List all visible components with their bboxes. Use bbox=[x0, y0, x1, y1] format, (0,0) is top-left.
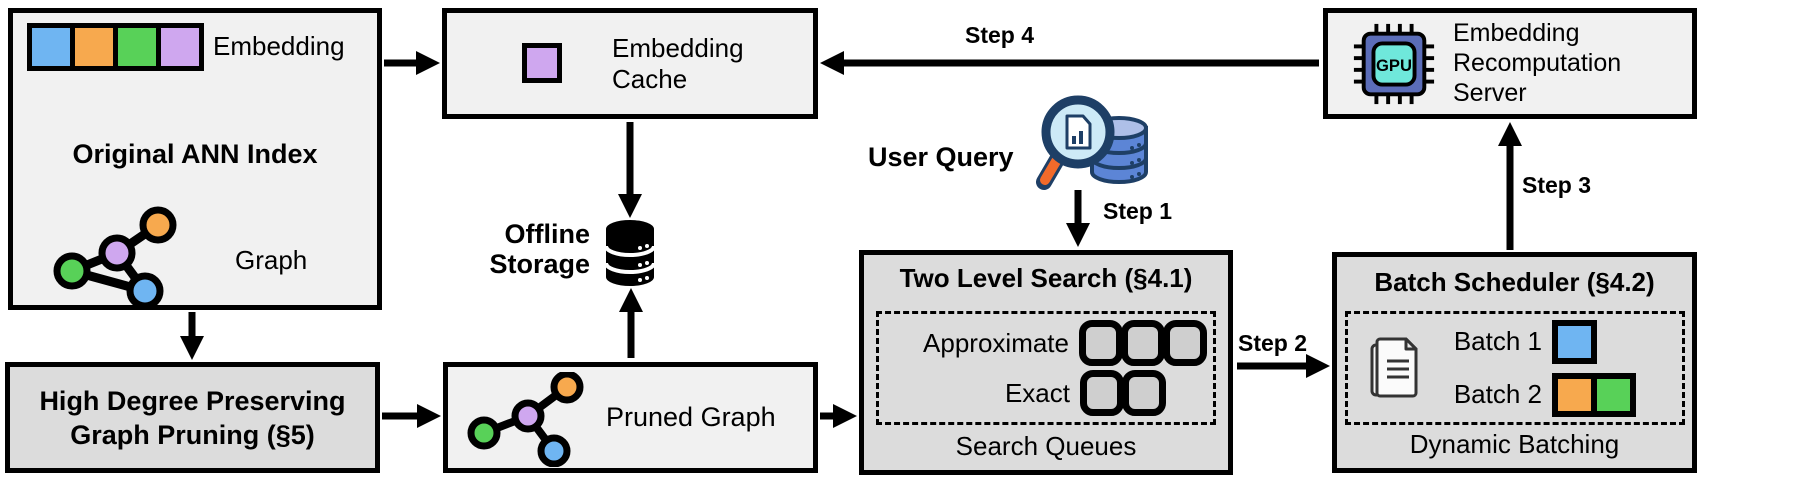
queue-slot-icon bbox=[1122, 370, 1166, 416]
server-line2: Recomputation bbox=[1453, 49, 1622, 77]
magnifier-handle bbox=[1040, 153, 1063, 185]
dynamic-batching-label: Dynamic Batching bbox=[1409, 429, 1620, 459]
graph-pruning-title: High Degree Preserving Graph Pruning (§5… bbox=[10, 367, 375, 468]
step2-label: Step 2 bbox=[1238, 330, 1308, 356]
graph-pruning-line1: High Degree Preserving bbox=[39, 385, 346, 416]
embedding-cache-line2: Cache bbox=[612, 63, 688, 94]
pruned-node-blue bbox=[537, 434, 571, 467]
two-level-search-box: Two Level Search (§4.1) Approximate Exac… bbox=[859, 250, 1233, 475]
arrow-server-to-cache bbox=[820, 51, 1319, 75]
ann-index-title: Original ANN Index bbox=[72, 139, 318, 169]
arrow-pruning-to-pruned bbox=[382, 404, 441, 428]
graph-pruning-box: High Degree Preserving Graph Pruning (§5… bbox=[5, 362, 380, 473]
batch-scheduler-box: Batch Scheduler (§4.2) Batch 1 Batch 2 bbox=[1332, 252, 1697, 473]
two-level-search-title: Two Level Search (§4.1) bbox=[899, 263, 1193, 293]
pruned-graph-label: Pruned Graph bbox=[606, 402, 776, 432]
step4-label: Step 4 bbox=[965, 22, 1035, 48]
document-chart-glyph bbox=[1065, 114, 1092, 150]
exact-label: Exact bbox=[1004, 377, 1070, 408]
approximate-queue-row: Approximate bbox=[885, 320, 1207, 366]
pruned-graph-box: Pruned Graph bbox=[443, 362, 818, 473]
batch-rows: Batch 1 Batch 2 bbox=[1434, 319, 1636, 417]
offline-storage-line1: Offline bbox=[504, 219, 591, 249]
batch2-items bbox=[1552, 372, 1636, 417]
embedding-cache-box: Embedding Cache bbox=[442, 8, 818, 119]
queue-slot-icon bbox=[1079, 320, 1123, 366]
user-query-label: User Query bbox=[868, 142, 1014, 172]
graph-node-green bbox=[53, 252, 91, 290]
exact-queue-row: Exact bbox=[885, 370, 1207, 416]
graph-icon bbox=[53, 206, 177, 310]
batch1-item-blue bbox=[1552, 319, 1597, 364]
arrow-ann-to-cache bbox=[384, 51, 440, 75]
embedding-cell-blue bbox=[32, 28, 70, 66]
offline-storage-label: Offline Storage bbox=[464, 219, 590, 279]
pruned-node-purple bbox=[511, 399, 545, 433]
batch-scheduler-title: Batch Scheduler (§4.2) bbox=[1374, 267, 1655, 297]
arrow-cache-to-storage bbox=[618, 122, 642, 218]
server-line1: Embedding bbox=[1453, 19, 1580, 47]
embedding-cell-orange bbox=[75, 28, 113, 66]
embedding-cell-purple bbox=[161, 28, 199, 66]
approximate-queue-icons bbox=[1079, 320, 1207, 366]
step1-label: Step 1 bbox=[1103, 198, 1173, 224]
batch1-row: Batch 1 bbox=[1434, 319, 1636, 364]
original-ann-index-box: Embedding Original ANN Index Graph bbox=[8, 8, 382, 310]
embedding-label: Embedding bbox=[213, 31, 345, 61]
arrow-query-to-search bbox=[1066, 190, 1090, 247]
queue-slot-icon bbox=[1121, 320, 1165, 366]
gpu-chip-icon: GPU bbox=[1353, 23, 1435, 105]
embedding-cache-title: Embedding Cache bbox=[612, 13, 744, 114]
graph-pruning-line2: Graph Pruning (§5) bbox=[70, 419, 315, 450]
search-queues-label: Search Queues bbox=[955, 431, 1137, 461]
graph-label: Graph bbox=[235, 245, 308, 275]
offline-storage-line2: Storage bbox=[489, 249, 590, 279]
graph-node-orange bbox=[139, 206, 177, 244]
graph-node-blue bbox=[126, 272, 164, 310]
batch1-label: Batch 1 bbox=[1453, 326, 1542, 356]
batch2-item-green bbox=[1591, 372, 1636, 417]
pruned-node-orange bbox=[550, 372, 584, 404]
documents-icon bbox=[1370, 337, 1418, 398]
embedding-cell-green bbox=[118, 28, 156, 66]
embedding-cache-line1: Embedding bbox=[612, 32, 744, 63]
search-queues-panel: Approximate Exact bbox=[876, 311, 1216, 425]
dynamic-batching-panel: Batch 1 Batch 2 bbox=[1345, 311, 1685, 425]
graph-node-purple bbox=[98, 234, 136, 272]
exact-queue-icons bbox=[1080, 370, 1166, 416]
queue-slot-icon bbox=[1080, 370, 1124, 416]
arrow-pruned-to-search bbox=[820, 404, 857, 428]
arrow-pruned-to-storage bbox=[619, 288, 643, 358]
batch2-row: Batch 2 bbox=[1434, 372, 1636, 417]
cached-embedding-icon bbox=[522, 43, 562, 83]
pruned-graph-icon bbox=[467, 372, 584, 467]
arrow-search-to-batch bbox=[1237, 354, 1330, 378]
batch2-label: Batch 2 bbox=[1453, 379, 1542, 409]
recomputation-server-title: Embedding Recomputation Server bbox=[1453, 18, 1621, 108]
embedding-vector-icon bbox=[27, 23, 204, 71]
approximate-label: Approximate bbox=[923, 327, 1069, 358]
pruned-node-green bbox=[467, 416, 501, 450]
recomputation-server-box: GPU Embedding Recomputation Server bbox=[1323, 8, 1697, 119]
queue-slot-icon bbox=[1163, 320, 1207, 366]
arrow-batch-to-server bbox=[1498, 122, 1522, 250]
server-line3: Server bbox=[1453, 79, 1527, 107]
arrow-ann-to-pruning bbox=[180, 312, 204, 360]
step3-label: Step 3 bbox=[1522, 172, 1592, 198]
database-icon bbox=[604, 220, 656, 286]
magnifier-database-icon bbox=[1036, 95, 1148, 190]
gpu-chip-label: GPU bbox=[1376, 56, 1412, 75]
